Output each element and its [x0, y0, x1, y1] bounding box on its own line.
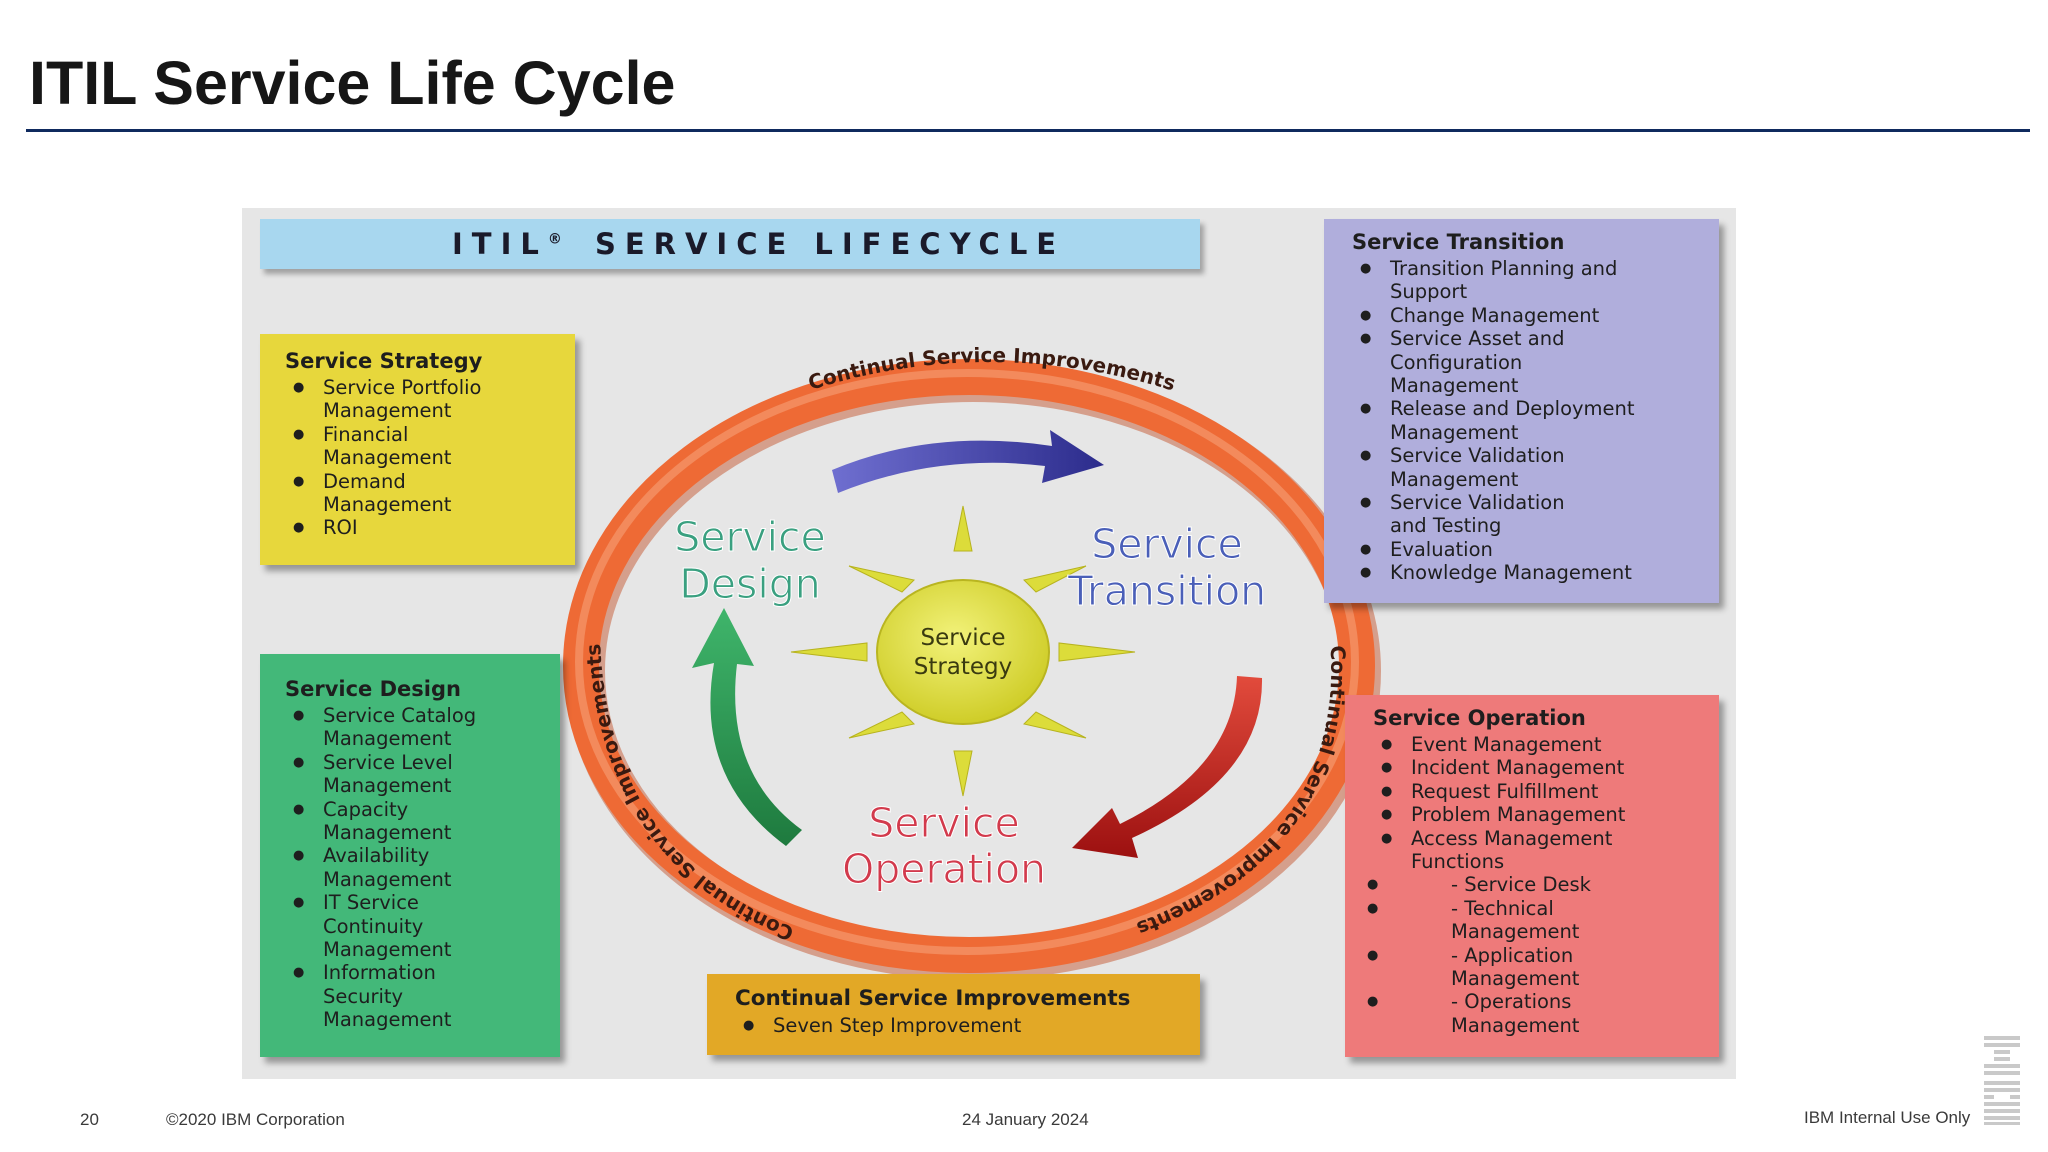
list-item: ROI — [285, 516, 575, 540]
list-item: Management — [323, 446, 452, 470]
list-item: Security — [323, 984, 404, 1008]
list-item: Service Validation — [1352, 444, 1719, 468]
list-item: Management — [323, 493, 452, 517]
ibm-logo-icon — [1984, 1036, 2020, 1125]
list-item: Configuration — [1390, 350, 1523, 374]
ring-highlight — [575, 369, 1359, 955]
list-item: Incident Management — [1373, 756, 1719, 780]
list-item: Information — [285, 961, 560, 985]
list-item: Knowledge Management — [1352, 561, 1719, 585]
list-item: - Application — [1373, 944, 1719, 967]
box-title: Service Strategy — [285, 349, 483, 373]
footer-copyright: ©2020 IBM Corporation — [166, 1110, 345, 1129]
list-item: Service Validation — [1352, 491, 1719, 515]
list-item: Management — [323, 1008, 452, 1032]
box-list: Service PortfolioManagementFinancialMana… — [285, 376, 575, 540]
service-design-box: Service Design Service CatalogManagement… — [260, 654, 560, 1057]
stage-design-line2: Design — [679, 560, 821, 608]
list-item: and Testing — [1390, 514, 1502, 538]
slide-title: ITIL Service Life Cycle — [29, 49, 676, 117]
list-item: Management — [1390, 420, 1519, 444]
list-item: Problem Management — [1373, 803, 1719, 827]
list-item: Evaluation — [1352, 538, 1719, 562]
stage-design-line1: Service — [674, 513, 826, 561]
stage-transition-line2: Transition — [1067, 567, 1266, 615]
list-item: Access Management — [1373, 827, 1719, 851]
box-title: Service Design — [285, 677, 461, 701]
itil-lifecycle-diagram: ITIL® SERVICE LIFECYCLE — [242, 208, 1736, 1079]
list-item: Service Portfolio — [285, 376, 575, 400]
title-divider — [26, 129, 2030, 132]
list-item: Capacity — [285, 798, 560, 822]
list-item: Continuity — [323, 914, 424, 938]
service-operation-box: Service Operation Event ManagementIncide… — [1345, 695, 1719, 1057]
footer-date: 24 January 2024 — [962, 1110, 1089, 1129]
stage-operation-line2: Operation — [842, 845, 1046, 893]
list-item: IT Service — [285, 891, 560, 915]
continual-improvement-box: Continual Service Improvements Seven Ste… — [707, 974, 1200, 1055]
blue-arrow-icon — [832, 430, 1104, 493]
list-item: Support — [1390, 280, 1468, 304]
list-item: Transition Planning and — [1352, 257, 1719, 281]
box-list: Event ManagementIncident ManagementReque… — [1373, 733, 1719, 1037]
list-item: Service Level — [285, 751, 560, 775]
sun-rays — [790, 505, 1136, 797]
stage-transition-line1: Service — [1091, 520, 1243, 568]
list-item: Functions — [1411, 850, 1505, 874]
lifecycle-banner: ITIL® SERVICE LIFECYCLE — [260, 219, 1200, 269]
list-item: - Technical — [1373, 897, 1719, 920]
list-item: Service Asset and — [1352, 327, 1719, 351]
sun-label-line1: Service — [920, 625, 1005, 651]
banner-subtitle: SERVICE LIFECYCLE — [594, 227, 1066, 261]
box-list: Seven Step Improvement — [735, 1014, 1200, 1038]
box-title: Service Transition — [1352, 230, 1565, 254]
list-item: Change Management — [1352, 304, 1719, 328]
list-item: Management — [323, 727, 452, 751]
list-item: Management — [1451, 967, 1580, 991]
stage-operation-line1: Service — [868, 799, 1020, 847]
registered-mark: ® — [547, 231, 562, 248]
list-item: - Service Desk — [1373, 873, 1719, 896]
green-arrow-icon — [692, 608, 802, 846]
service-transition-box: Service Transition Transition Planning a… — [1324, 219, 1719, 603]
banner-text: ITIL® SERVICE LIFECYCLE — [452, 227, 1065, 261]
list-item: Service Catalog — [285, 704, 560, 728]
box-list: Transition Planning andSupportChange Man… — [1352, 257, 1719, 585]
list-item: Management — [1390, 374, 1519, 398]
list-item: Event Management — [1373, 733, 1719, 757]
lifecycle-wheel: Continual Service Improvements Continual… — [563, 343, 1381, 980]
list-item: Release and Deployment — [1352, 397, 1719, 421]
red-arrow-icon — [1072, 676, 1263, 858]
list-item: Management — [1451, 920, 1580, 944]
list-item: Financial — [285, 423, 575, 447]
sun-label-line2: Strategy — [914, 654, 1013, 680]
list-item: Management — [323, 399, 452, 423]
footer-classification: IBM Internal Use Only — [1804, 1108, 1971, 1127]
list-item: Seven Step Improvement — [735, 1014, 1200, 1038]
list-item: Management — [323, 938, 452, 962]
list-item: Management — [1451, 1013, 1580, 1037]
box-list: Service CatalogManagementService LevelMa… — [285, 704, 560, 1032]
footer-page-number: 20 — [80, 1110, 99, 1129]
banner-title: ITIL — [452, 227, 548, 261]
list-item: Availability — [285, 844, 560, 868]
service-strategy-sun — [876, 579, 1050, 725]
list-item: Management — [323, 821, 452, 845]
list-item: Management — [1390, 467, 1519, 491]
list-item: Demand — [285, 470, 575, 494]
list-item: - Operations — [1373, 990, 1719, 1013]
list-item: Request Fulfillment — [1373, 780, 1719, 804]
service-strategy-box: Service Strategy Service PortfolioManage… — [260, 334, 575, 565]
list-item: Management — [323, 867, 452, 891]
box-title: Service Operation — [1373, 706, 1586, 730]
box-title: Continual Service Improvements — [735, 986, 1131, 1011]
list-item: Management — [323, 774, 452, 798]
